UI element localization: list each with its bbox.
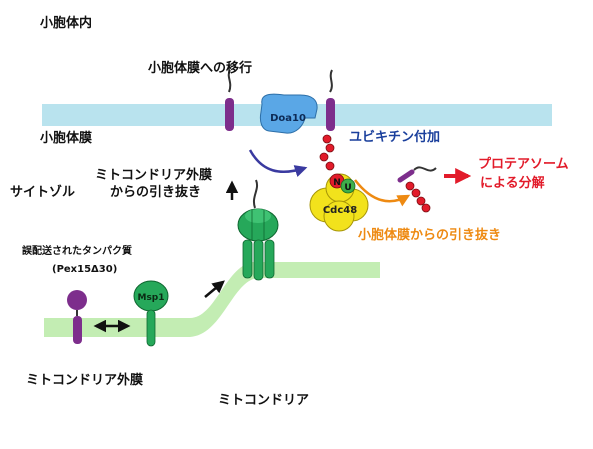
- mito-membrane-band: [44, 262, 380, 337]
- n-domain-label: N: [333, 178, 341, 188]
- released-protein: [397, 166, 437, 213]
- mislocalized-protein-shape: [67, 290, 87, 344]
- u-domain: [340, 178, 356, 194]
- cytosol-label: サイトゾル: [10, 185, 76, 200]
- proteasome-label-1: プロテアソーム: [478, 157, 569, 172]
- pex15-label: (Pex15Δ30): [52, 264, 118, 275]
- ubiquitinated-protein: [319, 69, 335, 171]
- mito-extraction-label-1: ミトコンドリア外膜: [95, 168, 213, 183]
- mislocalized-protein-label: 誤配送されたタンパク質: [22, 246, 132, 257]
- msp1-label: Msp1: [137, 293, 164, 303]
- cdc48-complex: Cdc48 N U: [309, 173, 369, 232]
- er-extraction-label: 小胞体膜からの引き抜き: [358, 228, 502, 243]
- ubiquitination-label: ユビキチン付加: [349, 130, 441, 145]
- proteasome-label-2: による分解: [480, 176, 545, 191]
- mitochondria-label: ミトコンドリア: [218, 393, 310, 408]
- mito-extraction-label-2: からの引き抜き: [110, 185, 202, 200]
- doa10-enzyme: Doa10: [259, 93, 318, 134]
- er-membrane-label: 小胞体膜: [40, 131, 93, 146]
- move-to-msp1-arrow: [204, 280, 225, 298]
- msp1-monomer: Msp1: [133, 280, 169, 347]
- peroxisome-lumen-label: 小胞体内: [40, 16, 93, 31]
- extraction-arrow: [354, 179, 411, 207]
- ubiquitination-arrow: [248, 149, 308, 177]
- doa10-label: Doa10: [270, 113, 306, 124]
- u-domain-label: U: [344, 183, 351, 193]
- cdc48-label: Cdc48: [323, 205, 357, 216]
- er-anchored-protein-entry: [225, 69, 234, 131]
- msp1-hexamer: [237, 179, 279, 281]
- mito-outer-membrane-label: ミトコンドリア外膜: [26, 373, 144, 388]
- er-membrane-transfer-label: 小胞体膜への移行: [148, 61, 253, 76]
